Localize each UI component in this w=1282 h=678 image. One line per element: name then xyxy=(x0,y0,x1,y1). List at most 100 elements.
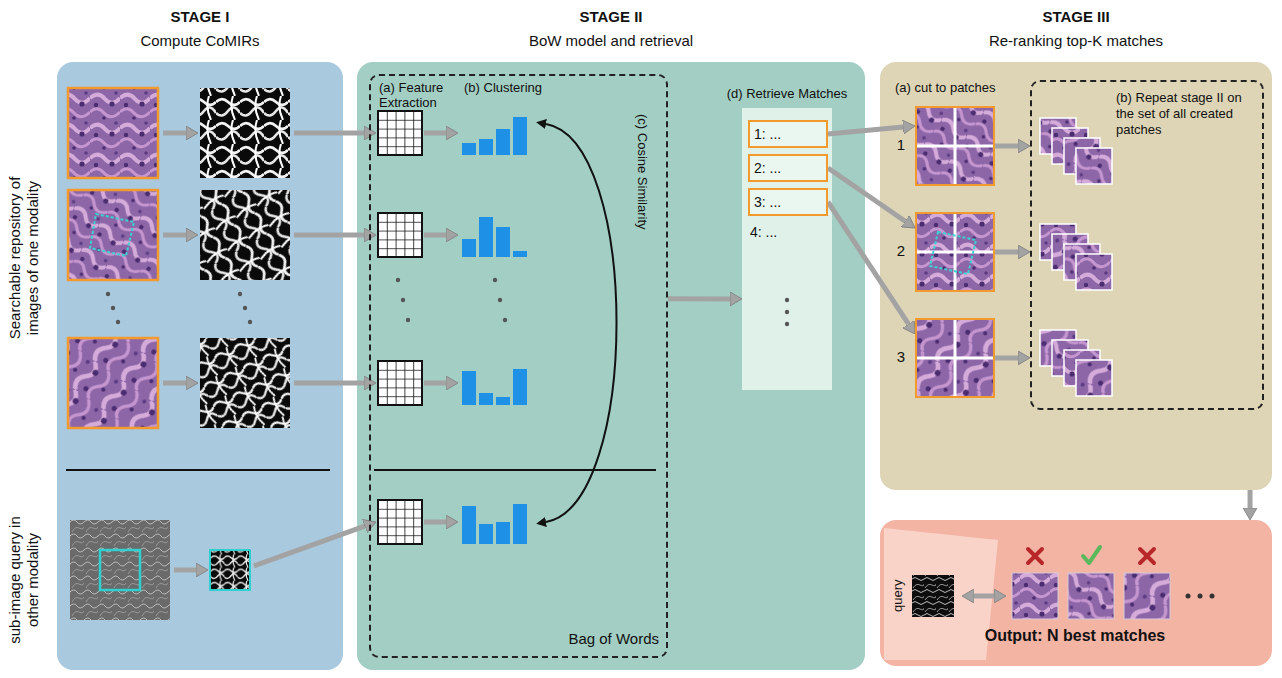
ellipsis-dots xyxy=(396,278,400,282)
match-image xyxy=(1012,573,1058,619)
query-image xyxy=(912,575,954,617)
callout-number: 1 xyxy=(893,136,909,154)
grid-feature xyxy=(378,111,422,544)
patch-stack xyxy=(1076,148,1112,184)
comir-image xyxy=(200,88,290,178)
patch-image-box: 1 xyxy=(915,106,995,186)
wrong-mark xyxy=(1140,549,1154,563)
stage-panel: STAGE IIBoW model and retrieval(a) Featu… xyxy=(357,62,865,670)
side-label: Searchable repository of images of one m… xyxy=(6,158,42,358)
grid-feature xyxy=(378,111,422,155)
patch-image xyxy=(917,108,993,396)
stage-subheading: Compute CoMIRs xyxy=(57,32,343,50)
match-entry: 3: ... xyxy=(748,188,828,216)
flow-arrow xyxy=(163,233,186,238)
flow-arrow xyxy=(424,520,446,525)
dashed-group: (a) Feature Extraction(b) Clustering(c) … xyxy=(369,74,668,658)
histology-image xyxy=(68,190,158,280)
panel-ground xyxy=(357,62,865,670)
panel-ground xyxy=(57,62,343,670)
step-label: (d) Retrieve Matches xyxy=(712,86,862,102)
ellipsis-dots xyxy=(1186,594,1191,599)
query-fan xyxy=(884,528,998,660)
flow-arrow xyxy=(174,568,196,573)
patch-image-box: 2 xyxy=(915,212,995,292)
match-image xyxy=(1124,573,1170,619)
ellipsis-dots xyxy=(406,318,410,322)
group-label: Bag of Words xyxy=(559,630,659,648)
histogram xyxy=(479,393,493,405)
query-image xyxy=(70,520,250,620)
step-label: (b) Clustering xyxy=(464,80,574,96)
stage-subheading: Re-ranking top-K matches xyxy=(880,32,1272,50)
flow-arrow xyxy=(424,381,446,386)
histogram xyxy=(462,143,476,155)
panel-ground xyxy=(57,62,1272,670)
match-entry-text: 4: ... xyxy=(750,224,824,241)
ellipsis-dots xyxy=(106,278,789,326)
histogram xyxy=(479,217,493,257)
separator-line xyxy=(66,469,656,471)
histogram xyxy=(496,397,510,405)
ellipsis-dots xyxy=(1198,594,1203,599)
histogram xyxy=(513,504,527,544)
ellipsis-dots xyxy=(785,310,789,314)
panel-ground xyxy=(742,108,832,390)
patch-image xyxy=(930,232,976,274)
match-entry: 1: ... xyxy=(748,120,828,148)
side-label: sub-image query in other modality xyxy=(6,515,42,645)
ellipsis-dots xyxy=(493,278,497,282)
histogram xyxy=(513,117,527,155)
stage-panel: STAGE IIIRe-ranking top-K matches(a) cut… xyxy=(880,62,1272,490)
right-mark xyxy=(1083,547,1100,563)
flow-arrow xyxy=(163,381,186,386)
panel-ground xyxy=(880,520,1272,666)
grid-feature xyxy=(378,361,422,405)
match-image xyxy=(1012,573,1170,619)
flow-arrow xyxy=(254,526,365,566)
stage-subheading: BoW model and retrieval xyxy=(357,32,865,50)
step-label: (a) cut to patches xyxy=(895,80,1020,96)
ellipsis-dots xyxy=(503,318,507,322)
ellipsis-dots xyxy=(498,298,502,302)
histogram xyxy=(462,239,476,257)
match-entry: 2: ... xyxy=(748,154,828,182)
comir-image xyxy=(200,88,290,428)
wrong-mark xyxy=(1028,549,1042,563)
flow-arrow xyxy=(163,131,186,136)
flow-arrow xyxy=(995,144,1018,149)
histogram xyxy=(462,371,476,405)
callout-number: 3 xyxy=(893,348,909,366)
patch-image-box: 3 xyxy=(915,318,995,398)
flow-arrow xyxy=(828,127,903,134)
ellipsis-dots xyxy=(243,306,247,310)
query-image xyxy=(100,550,140,590)
flow-arrow xyxy=(668,296,730,301)
match-image xyxy=(1068,573,1114,619)
callout-number: 2 xyxy=(893,242,909,260)
flow-arrow xyxy=(163,133,446,570)
ellipsis-dots xyxy=(116,320,120,324)
flow-arrow xyxy=(294,381,364,386)
query-image xyxy=(70,520,170,620)
stage-heading: STAGE I xyxy=(57,8,343,26)
sub-image-outline xyxy=(90,214,134,256)
dashed-group: (b) Repeat stage II on the set of all cr… xyxy=(1030,80,1264,410)
histogram xyxy=(496,227,510,257)
separator-line xyxy=(66,469,330,471)
flow-arrow xyxy=(828,168,905,221)
flow-arrow xyxy=(294,131,364,136)
patch-stack xyxy=(1076,254,1112,290)
query-image xyxy=(210,550,250,590)
step-label: (a) Feature Extraction xyxy=(379,80,463,110)
histogram xyxy=(462,506,476,544)
match-entry-text: 1: ... xyxy=(754,122,824,146)
ellipsis-dots xyxy=(106,292,110,296)
flow-arrow xyxy=(995,355,1018,360)
patch-stack xyxy=(1076,360,1112,396)
ellipsis-dots xyxy=(1186,594,1215,599)
histogram xyxy=(479,524,493,544)
ellipsis-dots xyxy=(248,320,252,324)
